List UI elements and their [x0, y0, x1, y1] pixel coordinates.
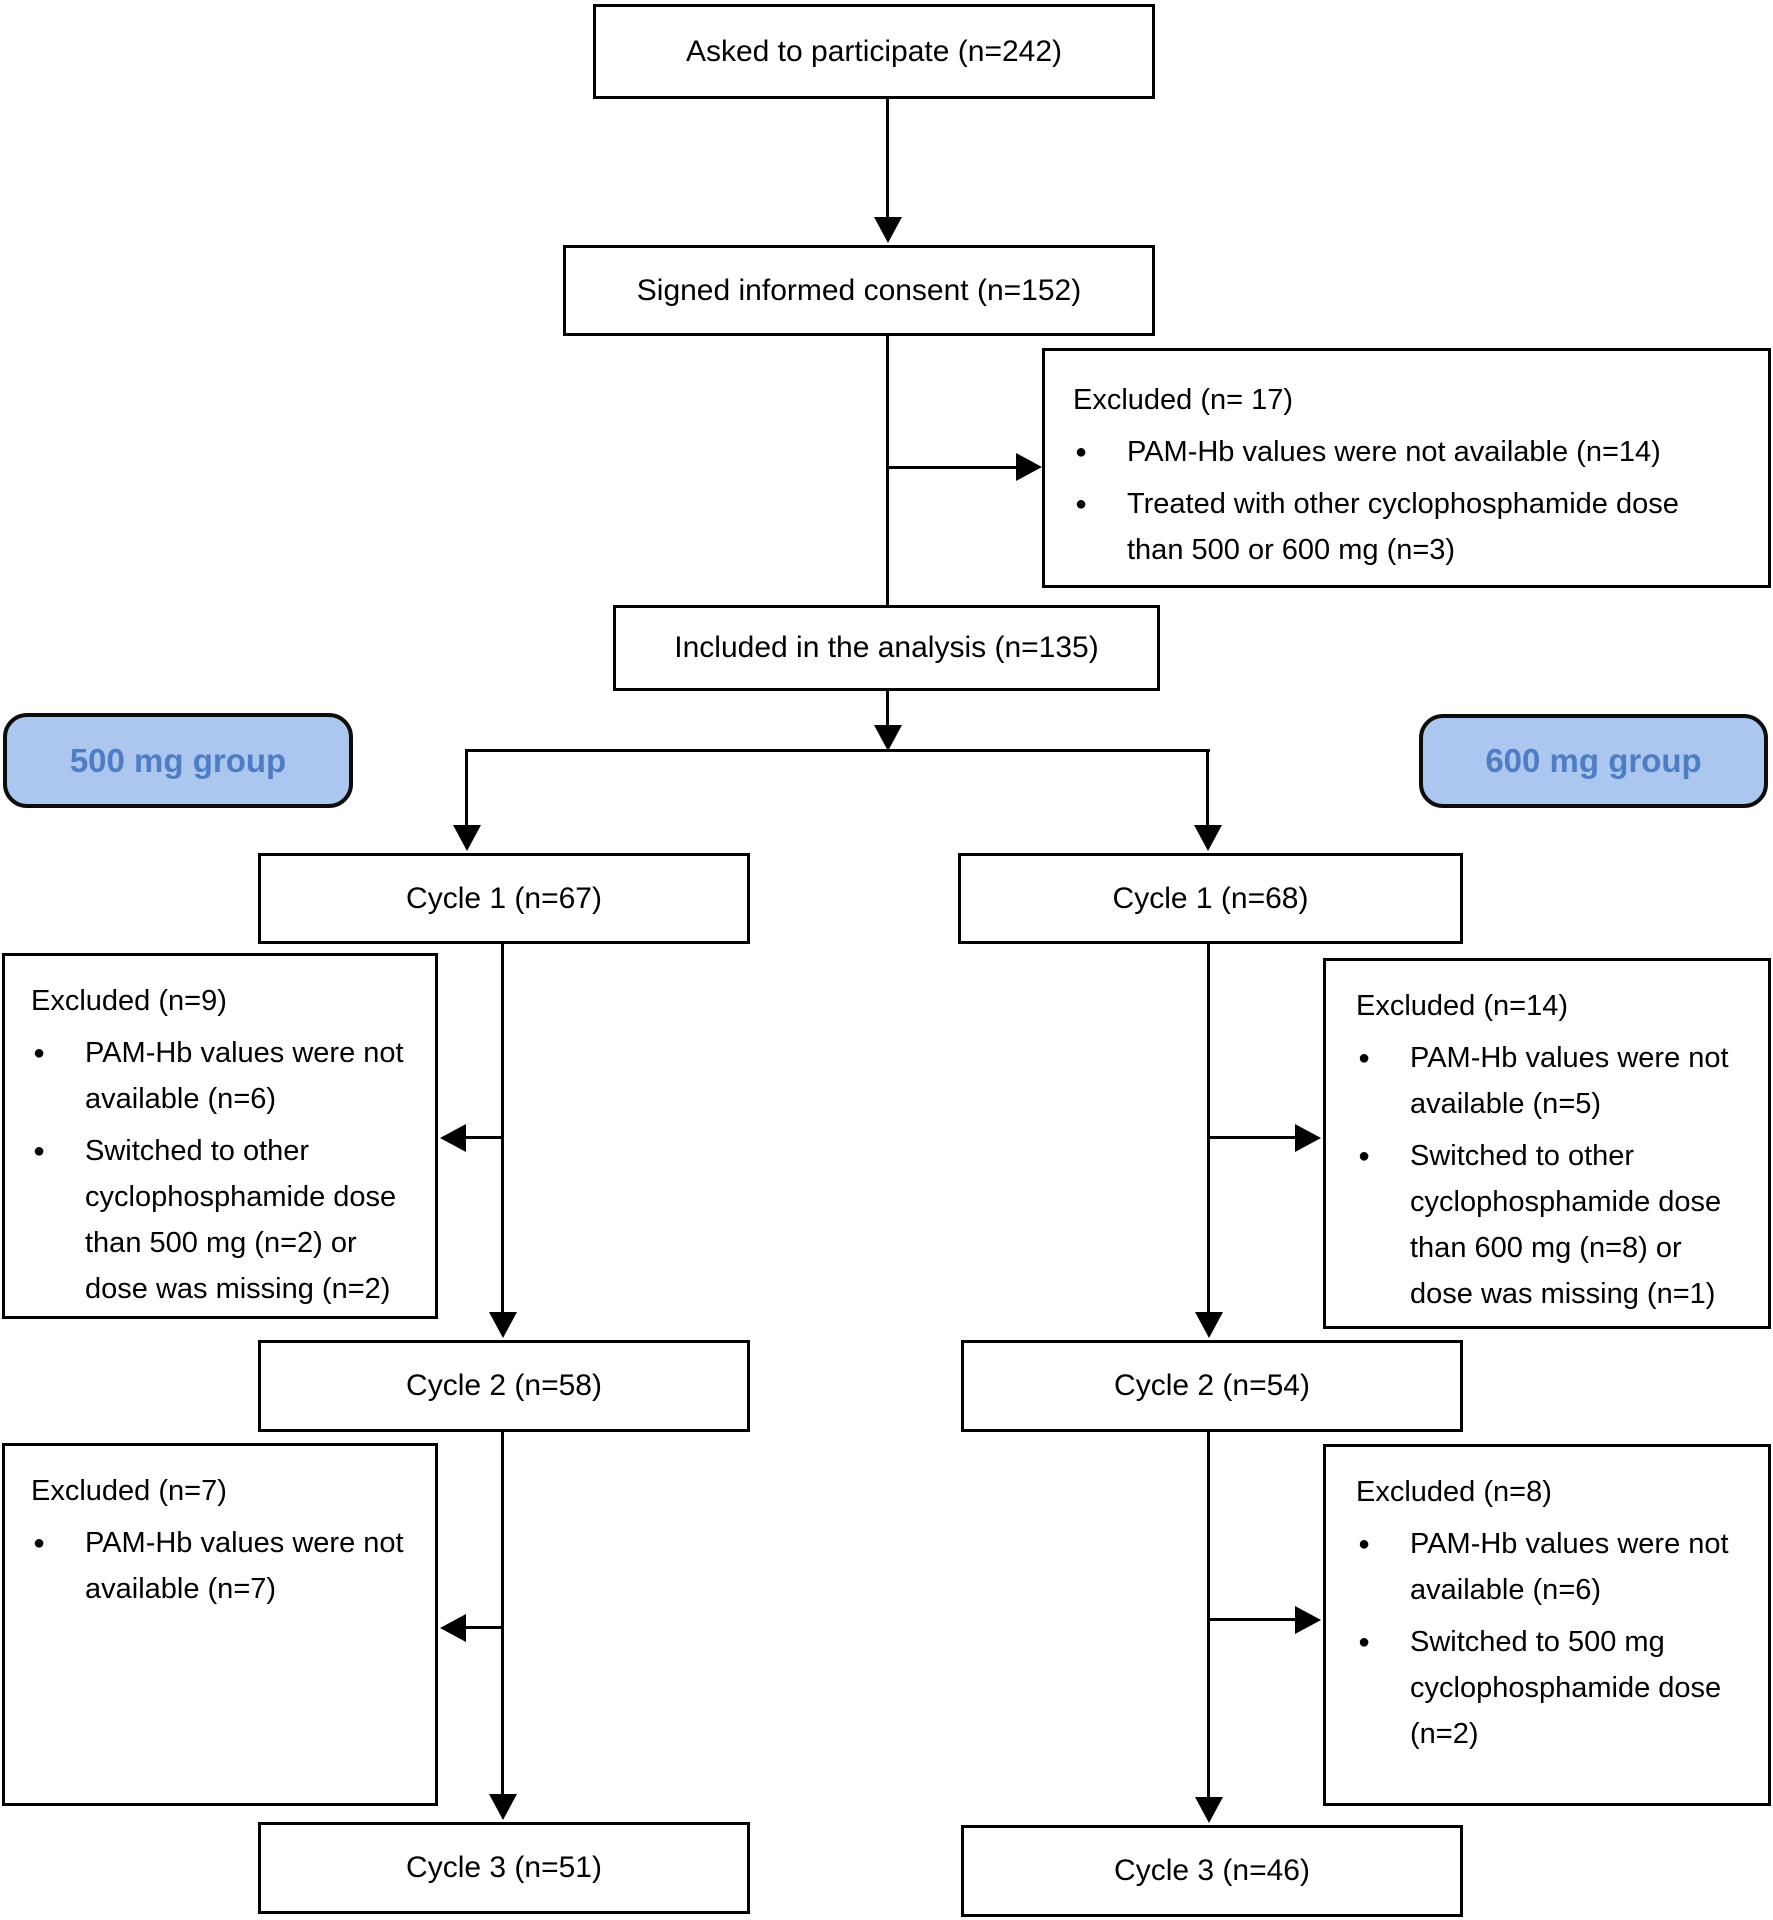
- connector-to-excluded1-500: [443, 1136, 503, 1139]
- box-label: Cycle 3 (n=51): [406, 1851, 602, 1884]
- bullet-icon: ●: [1075, 441, 1088, 463]
- box-label: Cycle 1 (n=67): [406, 881, 602, 915]
- box-cycle2-600: Cycle 2 (n=54): [961, 1340, 1463, 1432]
- list-item: ● Treated with other cyclophosphamide do…: [1073, 481, 1750, 573]
- box-excluded-initial: Excluded (n= 17) ● PAM-Hb values were no…: [1042, 348, 1771, 588]
- excluded-title: Excluded (n=9): [31, 985, 227, 1017]
- excluded-reason: PAM-Hb values were not available (n=5): [1410, 1042, 1729, 1120]
- arrowhead-down-icon: [1194, 825, 1222, 851]
- arrowhead-down-icon: [1195, 1797, 1223, 1823]
- list-item: ● Switched to other cyclophosphamide dos…: [31, 1128, 417, 1312]
- arrowhead-down-icon: [489, 1312, 517, 1338]
- excluded-reason: PAM-Hb values were not available (n=7): [85, 1527, 404, 1605]
- excluded-reason: Treated with other cyclophosphamide dose…: [1127, 488, 1679, 566]
- pill-500mg-group: 500 mg group: [3, 713, 353, 808]
- excluded-reason: PAM-Hb values were not available (n=14): [1127, 436, 1661, 468]
- list-item: ● PAM-Hb values were not available (n=5): [1356, 1035, 1750, 1127]
- arrowhead-down-icon: [489, 1794, 517, 1820]
- arrowhead-down-icon: [453, 825, 481, 851]
- bullet-icon: ●: [1358, 1533, 1371, 1555]
- connector-consent-included: [886, 336, 889, 606]
- box-excluded-cycle2-600: Excluded (n=8) ● PAM-Hb values were not …: [1323, 1444, 1771, 1806]
- connector-to-excluded2-600: [1209, 1618, 1297, 1621]
- box-label: Cycle 2 (n=58): [406, 1369, 602, 1402]
- arrowhead-down-icon: [1195, 1312, 1223, 1338]
- connector-cycle1-cycle2-600: [1207, 944, 1210, 1314]
- connector-to-excluded-initial: [888, 466, 1018, 469]
- box-label: Asked to participate (n=242): [685, 34, 1063, 68]
- list-item: ● Switched to 500 mg cyclophosphamide do…: [1356, 1619, 1750, 1757]
- list-item: ● PAM-Hb values were not available (n=14…: [1073, 429, 1750, 475]
- bullet-icon: ●: [1358, 1631, 1371, 1653]
- bullet-icon: ●: [1358, 1145, 1371, 1167]
- excluded-title: Excluded (n= 17): [1073, 384, 1294, 416]
- connector-split-bar: [466, 749, 1210, 752]
- connector-to-excluded1-600: [1209, 1136, 1297, 1139]
- arrowhead-down-icon: [874, 217, 902, 243]
- excluded-title: Excluded (n=8): [1356, 1476, 1552, 1508]
- box-excluded-cycle1-500: Excluded (n=9) ● PAM-Hb values were not …: [2, 953, 438, 1319]
- box-cycle3-500: Cycle 3 (n=51): [258, 1822, 750, 1914]
- arrowhead-right-icon: [1016, 453, 1042, 481]
- box-label: Cycle 2 (n=54): [1114, 1369, 1310, 1402]
- box-excluded-cycle1-600: Excluded (n=14) ● PAM-Hb values were not…: [1323, 958, 1771, 1329]
- connector-split-left: [465, 749, 468, 829]
- arrowhead-left-icon: [440, 1614, 466, 1642]
- box-label: Signed informed consent (n=152): [636, 273, 1082, 307]
- group-label: 600 mg group: [1485, 742, 1702, 779]
- excluded-reason: Switched to other cyclophosphamide dose …: [1410, 1140, 1722, 1310]
- group-label: 500 mg group: [69, 741, 287, 779]
- excluded-title: Excluded (n=7): [31, 1475, 227, 1507]
- connector-to-excluded2-500: [443, 1626, 503, 1629]
- connector-cycle2-cycle3-600: [1207, 1432, 1210, 1799]
- arrowhead-left-icon: [440, 1124, 466, 1152]
- bullet-icon: ●: [1358, 1047, 1371, 1069]
- list-item: ● PAM-Hb values were not available (n=7): [31, 1520, 417, 1612]
- connector-cycle2-cycle3-500: [501, 1432, 504, 1796]
- box-cycle1-500: Cycle 1 (n=67): [258, 853, 750, 944]
- box-label: Cycle 1 (n=68): [1112, 881, 1309, 915]
- list-item: ● Switched to other cyclophosphamide dos…: [1356, 1133, 1750, 1317]
- bullet-icon: ●: [33, 1532, 46, 1554]
- bullet-icon: ●: [1075, 493, 1088, 515]
- excluded-reason: PAM-Hb values were not available (n=6): [85, 1037, 404, 1115]
- bullet-icon: ●: [33, 1140, 46, 1162]
- arrowhead-right-icon: [1295, 1606, 1321, 1634]
- box-label: Included in the analysis (n=135): [674, 631, 1099, 664]
- box-included-analysis: Included in the analysis (n=135): [613, 605, 1160, 691]
- box-cycle1-600: Cycle 1 (n=68): [958, 853, 1463, 944]
- box-cycle2-500: Cycle 2 (n=58): [258, 1340, 750, 1432]
- list-item: ● PAM-Hb values were not available (n=6): [1356, 1521, 1750, 1613]
- list-item: ● PAM-Hb values were not available (n=6): [31, 1030, 417, 1122]
- box-label: Cycle 3 (n=46): [1114, 1854, 1310, 1887]
- connector-included-split: [886, 691, 889, 727]
- box-cycle3-600: Cycle 3 (n=46): [961, 1825, 1463, 1917]
- excluded-reason: Switched to other cyclophosphamide dose …: [85, 1135, 397, 1305]
- connector-asked-consent: [886, 98, 889, 220]
- excluded-reason: PAM-Hb values were not available (n=6): [1410, 1528, 1729, 1606]
- arrowhead-down-icon: [874, 725, 902, 751]
- connector-cycle1-cycle2-500: [501, 944, 504, 1314]
- box-asked-to-participate: Asked to participate (n=242): [593, 4, 1155, 99]
- connector-split-right: [1206, 749, 1209, 829]
- arrowhead-right-icon: [1295, 1124, 1321, 1152]
- box-excluded-cycle2-500: Excluded (n=7) ● PAM-Hb values were not …: [2, 1443, 438, 1806]
- box-signed-consent: Signed informed consent (n=152): [563, 245, 1155, 336]
- excluded-reason: Switched to 500 mg cyclophosphamide dose…: [1410, 1626, 1722, 1750]
- bullet-icon: ●: [33, 1042, 46, 1064]
- pill-600mg-group: 600 mg group: [1419, 714, 1768, 808]
- excluded-title: Excluded (n=14): [1356, 990, 1568, 1022]
